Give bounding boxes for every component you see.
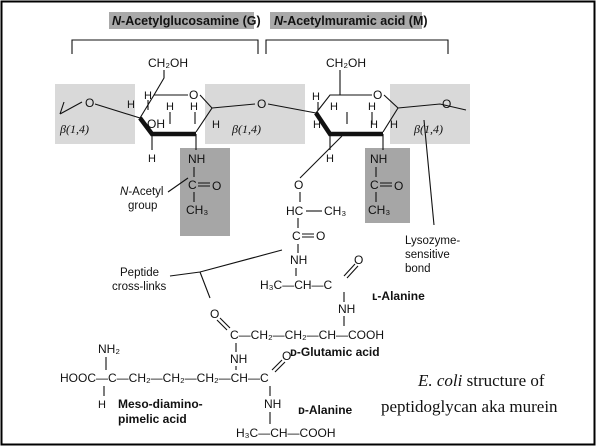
lactyl-ch3: CH₃	[324, 204, 346, 218]
m-h-7: H	[326, 153, 334, 165]
label-l-alanine: ʟ-Alanine	[372, 289, 425, 303]
link-o-m	[267, 103, 317, 114]
dala-nh: NH	[264, 397, 281, 411]
ether-o: O	[294, 178, 303, 192]
ala-chain: H₃C—CH—C	[260, 278, 333, 292]
l-alanine-residue: NH H₃C—CH—C O NH ʟ-Alanine	[260, 253, 425, 316]
link-right	[397, 103, 467, 111]
g-h-4: H	[190, 101, 198, 113]
n-acetyl-pointer	[167, 177, 189, 193]
atom-o-ring-m: O	[373, 88, 382, 102]
d-glutamic-residue: O C—CH₂—CH₂—CH—COOH ᴅ-Glutamic acid NH	[210, 307, 384, 366]
header-m: N-Acetylmuramic acid (M)	[274, 14, 428, 28]
label-n-acetyl: N-Acetyl	[120, 186, 163, 198]
m-h-6: H	[390, 119, 398, 131]
d-alanine-residue: NH ᴅ-Alanine H₃C—CH—COOH	[236, 397, 353, 440]
lactyl-hc: HC	[286, 204, 304, 218]
label-peptide-2: cross-links	[112, 281, 167, 293]
lactyl-c: C	[292, 229, 301, 243]
dap-chain: HOOC—C—CH₂—CH₂—CH₂—CH—C	[60, 371, 269, 385]
m-o-acetyl: O	[394, 179, 403, 193]
label-d-glutamic: ᴅ-Glutamic acid	[290, 345, 380, 359]
band-left	[55, 84, 135, 144]
m-ch2oh: CH₂OH	[326, 56, 366, 70]
atom-o-left: O	[85, 96, 94, 110]
atom-o-ring-g: O	[189, 88, 198, 102]
m-ch3: CH₃	[368, 203, 390, 217]
murnac-acetyl: NH C O CH₃	[368, 152, 403, 217]
g-oh: OH	[147, 117, 165, 131]
bracket-m	[265, 39, 449, 54]
glcnac-acetyl: NH C O CH₃	[186, 152, 221, 217]
label-meso-1: Meso-diamino-	[118, 397, 203, 411]
ala-o: O	[354, 253, 363, 267]
g-h-3: H	[166, 101, 174, 113]
lysozyme-pointer	[423, 119, 435, 226]
m-h-2: H	[330, 101, 338, 113]
m-h-4: H	[368, 101, 376, 113]
header-bar-m	[270, 12, 422, 29]
left-stub	[59, 101, 83, 115]
label-group: group	[128, 200, 157, 212]
band-middle	[205, 84, 305, 144]
dala-chain: H₃C—CH—COOH	[236, 426, 336, 440]
glu-o: O	[210, 307, 219, 321]
m-h-1: H	[312, 91, 320, 103]
dap-h: H	[98, 399, 106, 411]
murnac-ring: O CH₂OH H H H H H H H	[312, 56, 399, 165]
atom-o-right: O	[442, 97, 451, 111]
label-meso-2: pimelic acid	[118, 412, 187, 426]
ring-to-ether	[299, 135, 343, 179]
g-nh: NH	[188, 152, 205, 166]
g-o-acetyl: O	[212, 179, 221, 193]
beta-label-2: β(1,4)	[231, 122, 261, 136]
ala-nh: NH	[290, 253, 307, 267]
dap-nh2: NH₂	[98, 342, 120, 356]
lactyl-co	[302, 233, 314, 238]
g-h-1: H	[144, 90, 152, 102]
m-h-3: H	[313, 119, 321, 131]
beta-label-3: β(1,4)	[413, 122, 443, 136]
label-lysozyme-1: Lysozyme-	[405, 235, 460, 247]
ala-nh-2: NH	[338, 302, 355, 316]
glu-nh: NH	[230, 352, 247, 366]
g-h-6: H	[212, 119, 220, 131]
g-ch3: CH₃	[186, 203, 208, 217]
lactyl-o: O	[316, 229, 325, 243]
glu-chain: C—CH₂—CH₂—CH—COOH	[230, 328, 384, 342]
label-lysozyme-3: bond	[405, 263, 431, 275]
label-peptide-1: Peptide	[120, 267, 159, 279]
caption-line-2: peptidoglycan aka murein	[381, 397, 558, 416]
label-d-alanine: ᴅ-Alanine	[298, 403, 353, 417]
caption-line-1: E. coli structure of	[417, 371, 545, 390]
glcnac-ring: O CH₂OH H H H OH H H H	[127, 56, 220, 165]
header-bar-g	[109, 12, 254, 29]
bracket-g	[71, 39, 259, 54]
m-h-5: H	[370, 119, 378, 131]
dap-o: O	[282, 349, 291, 363]
band-right	[390, 84, 470, 144]
g-h-5: H	[148, 153, 156, 165]
atom-o-middle: O	[257, 97, 266, 111]
beta-label-1: β(1,4)	[59, 122, 89, 136]
dap-residue: NH₂ HOOC—C—CH₂—CH₂—CH₂—CH—C O H Meso-dia…	[60, 342, 291, 426]
header-g: N-Acetylglucosamine (G)	[112, 14, 261, 28]
g-c-acetyl: C	[188, 178, 197, 192]
label-lysozyme-2: sensitive	[405, 249, 450, 261]
link-g-o	[211, 103, 256, 109]
m-nh: NH	[370, 152, 387, 166]
link-left	[94, 103, 141, 119]
acetyl-box-g	[180, 148, 230, 236]
peptide-pointer	[169, 249, 283, 299]
m-c-acetyl: C	[370, 178, 379, 192]
g-h-2: H	[127, 99, 135, 111]
g-ch2oh: CH₂OH	[148, 56, 188, 70]
